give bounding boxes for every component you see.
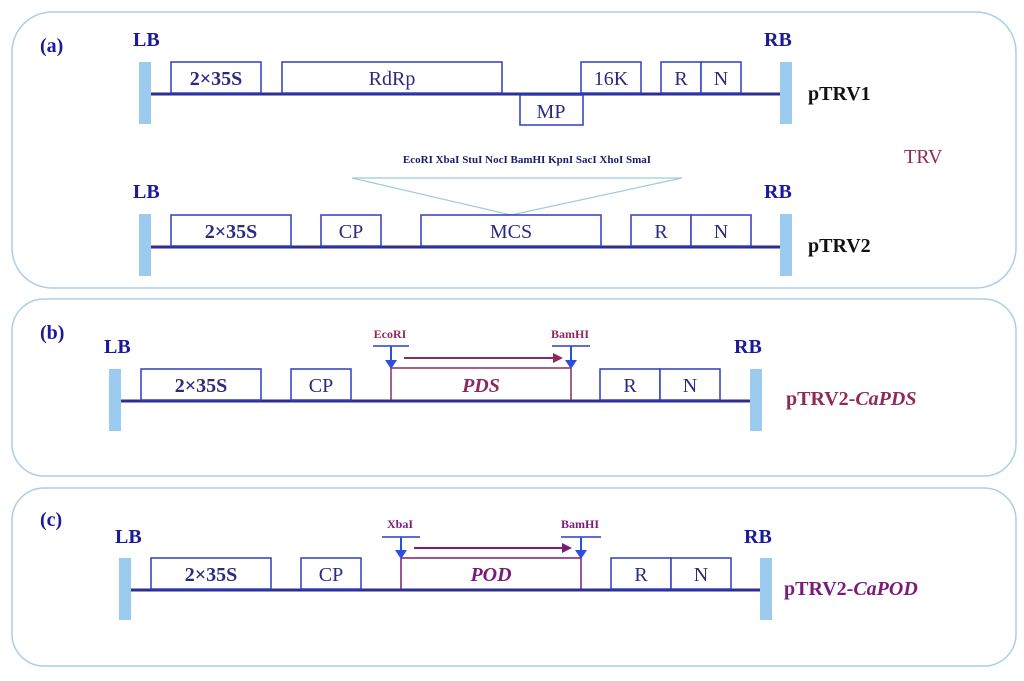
- panel-a: (a) LB RB 2×35S RdRp MP 16K R N pTRV1 TR…: [11, 11, 1017, 289]
- ptrv1-16k-box: [580, 61, 642, 94]
- pod-vector-name: pTRV2-CaPOD: [784, 578, 918, 600]
- pds-site-right-arrowhead: [565, 360, 577, 369]
- ptrv1-n-label: N: [714, 68, 728, 90]
- pod-rb-label: RB: [744, 526, 772, 548]
- ptrv1-35s-label: 2×35S: [190, 68, 243, 90]
- pod-rb-bar: [760, 558, 772, 620]
- pod-n-label: N: [694, 564, 708, 586]
- ptrv1-lb-label: LB: [133, 29, 160, 51]
- ptrv2-cp-box: [320, 214, 382, 247]
- pds-35s-label: 2×35S: [175, 375, 228, 397]
- pod-site-bamhi: BamHI: [561, 517, 601, 559]
- ptrv1-rdrp-label: RdRp: [369, 68, 416, 90]
- ptrv1-rb-bar: [780, 62, 792, 124]
- pod-cp-box: [300, 557, 362, 590]
- pds-r-label: R: [623, 375, 637, 397]
- pds-insert: PDS: [390, 367, 572, 400]
- mcs-callout: EcoRI XbaI StuI NocI BamHI KpnI SacI Xho…: [351, 154, 683, 216]
- pod-cp-label: CP: [319, 564, 343, 586]
- pds-site-left-arrowhead: [385, 360, 397, 369]
- pds-site-right-label: BamHI: [551, 327, 589, 341]
- panel-b-label: (b): [40, 322, 64, 344]
- ptrv2-r-label: R: [654, 221, 668, 243]
- ptrv1-rb-label: RB: [764, 29, 792, 51]
- ptrv2-rb-bar: [780, 214, 792, 276]
- pod-site-right-arrowhead: [575, 550, 587, 559]
- pds-rb-label: RB: [734, 336, 762, 358]
- pod-lb-bar: [119, 558, 131, 620]
- pds-cp-label: CP: [309, 375, 333, 397]
- ptrv2-mcs-box: [420, 214, 602, 247]
- panel-c-label: (c): [40, 509, 62, 531]
- ptrv2-n-box: [690, 214, 752, 247]
- pds-rb-bar: [750, 369, 762, 431]
- ptrv1-map: LB RB 2×35S RdRp MP 16K R N pTRV1: [133, 29, 871, 126]
- ptrv1-r-label: R: [674, 68, 688, 90]
- pds-r-box: [599, 368, 661, 401]
- pds-cp-box: [290, 368, 352, 401]
- mcs-site-list: EcoRI XbaI StuI NocI BamHI KpnI SacI Xho…: [403, 154, 651, 166]
- ptrv1-name: pTRV1: [808, 83, 871, 105]
- pds-n-box: [659, 368, 721, 401]
- ptrv2-35s-label: 2×35S: [205, 221, 258, 243]
- pod-vector-name-gene: CaPOD: [853, 578, 917, 600]
- pds-gene-label: PDS: [461, 375, 500, 397]
- ptrv2-mcs-label: MCS: [490, 221, 532, 243]
- pod-r-label: R: [634, 564, 648, 586]
- ptrv2-lb-label: LB: [133, 181, 160, 203]
- pds-35s-box: [140, 368, 262, 401]
- ptrv1-lb-bar: [139, 62, 151, 124]
- panel-c-frame: [11, 487, 1017, 667]
- ptrv1-n-box: [700, 61, 742, 94]
- pod-lb-label: LB: [115, 526, 142, 548]
- trv-label: TRV: [904, 146, 943, 168]
- ptrv1-mp-box: [519, 94, 584, 126]
- ptrv2-cp-label: CP: [339, 221, 363, 243]
- ptrv2-n-label: N: [714, 221, 728, 243]
- ptrv2-r-box: [630, 214, 692, 247]
- pds-site-ecori: EcoRI: [373, 327, 409, 369]
- panel-a-label: (a): [40, 35, 63, 57]
- pod-35s-label: 2×35S: [185, 564, 238, 586]
- pds-lb-label: LB: [104, 336, 131, 358]
- pod-n-box: [670, 557, 732, 590]
- pds-site-bamhi: BamHI: [551, 327, 590, 369]
- pds-lb-bar: [109, 369, 121, 431]
- pod-gene-label: POD: [469, 564, 511, 586]
- ptrv2-name: pTRV2: [808, 235, 871, 257]
- ptrv2-lb-bar: [139, 214, 151, 276]
- ptrv1-rdrp-box: [281, 61, 503, 94]
- panel-b-frame: [11, 298, 1017, 477]
- ptrv2-map: LB RB 2×35S CP MCS R N pTRV2: [133, 181, 871, 276]
- pds-vector-name: pTRV2-CaPDS: [786, 388, 916, 410]
- ptrv1-16k-label: 16K: [594, 68, 629, 90]
- ptrv2-35s-box: [170, 214, 292, 247]
- pod-site-left-label: XbaI: [387, 517, 413, 531]
- pds-orientation-arrowhead: [553, 353, 563, 363]
- ptrv1-mp-label: MP: [537, 101, 566, 123]
- pds-vector-name-gene: CaPDS: [855, 388, 916, 410]
- pod-orientation-arrowhead: [562, 543, 572, 553]
- panel-c: (c) LB RB 2×35S CP POD R N XbaI BamHI: [11, 487, 1017, 667]
- pds-vector-name-prefix: pTRV2-: [786, 388, 855, 410]
- pod-site-right-label: BamHI: [561, 517, 599, 531]
- pod-35s-box: [150, 557, 272, 590]
- ptrv1-r-box: [660, 61, 702, 94]
- ptrv2-rb-label: RB: [764, 181, 792, 203]
- pds-n-label: N: [683, 375, 697, 397]
- mcs-triangle: [351, 177, 683, 216]
- ptrv1-35s-box: [170, 61, 262, 94]
- pod-site-left-arrowhead: [395, 550, 407, 559]
- pod-site-xbai: XbaI: [382, 517, 420, 559]
- panel-b: (b) LB RB 2×35S CP PDS R N EcoRI BamHI: [11, 298, 1017, 477]
- pds-site-left-label: EcoRI: [374, 327, 407, 341]
- pod-insert: POD: [400, 557, 582, 589]
- pod-vector-name-prefix: pTRV2-: [784, 578, 853, 600]
